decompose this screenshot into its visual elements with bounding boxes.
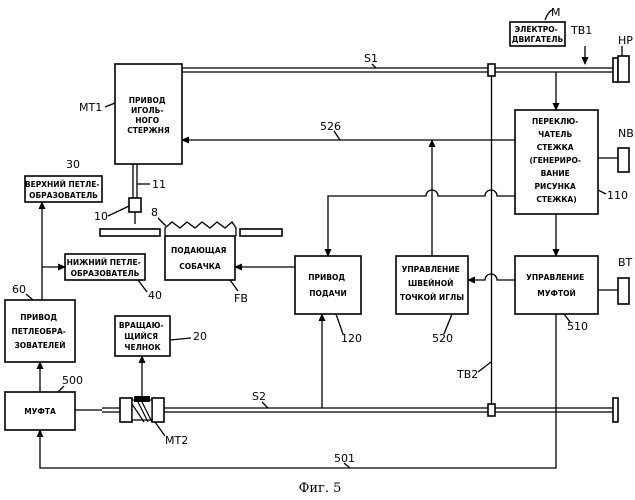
ref-fb: FB	[234, 292, 248, 305]
motor-label: ЭЛЕКТРО- ДВИГАТЕЛЬ	[512, 25, 564, 44]
ref-20: 20	[193, 330, 207, 343]
ref-tb2: TB2	[456, 368, 478, 381]
needle-bar	[129, 164, 141, 224]
feed-dog-block	[165, 236, 235, 280]
feed-drive-block	[295, 256, 361, 314]
ref-510: 510	[567, 320, 588, 333]
ref-10: 10	[94, 210, 108, 223]
bt-sensor	[618, 278, 629, 304]
ref-mt1: MT1	[79, 101, 102, 114]
rotary-hook-label: ВРАЩАЮ- ЩИЙСЯ ЧЕЛНОК	[119, 321, 166, 352]
ref-8: 8	[151, 206, 158, 219]
ref-bt: BT	[618, 256, 633, 269]
upper-shaft-s1	[182, 68, 615, 72]
ref-mt2: MT2	[165, 434, 188, 447]
ref-hp: HP	[618, 34, 633, 47]
ref-s2: S2	[252, 390, 266, 403]
hp-sensor	[618, 56, 629, 82]
ref-30: 30	[66, 158, 80, 171]
lower-shaft-s2	[102, 408, 615, 412]
clutch-control-block	[515, 256, 598, 314]
needle-point-control-label: УПРАВЛЕНИЕ ШВЕЙНОЙ ТОЧКОЙ ИГЛЫ	[400, 265, 464, 302]
ref-11: 11	[152, 178, 166, 191]
nb-sensor	[618, 148, 629, 172]
ref-520: 520	[432, 332, 453, 345]
ref-40: 40	[148, 289, 162, 302]
clutch-label: МУФТА	[24, 407, 56, 416]
gearbox-mt2	[120, 396, 164, 422]
feed-dog-teeth	[165, 222, 236, 236]
figure-caption: Фиг. 5	[299, 481, 342, 496]
lower-shaft-end	[613, 398, 618, 422]
needle-plate	[100, 229, 282, 236]
ref-110: 110	[607, 189, 628, 202]
ref-120: 120	[341, 332, 362, 345]
ref-60: 60	[12, 283, 26, 296]
ref-s1: S1	[364, 52, 378, 65]
ref-nb: NB	[618, 127, 634, 140]
ref-526: 526	[320, 120, 341, 133]
ref-m: M	[551, 6, 561, 19]
ref-500: 500	[62, 374, 83, 387]
ref-tb1: TB1	[570, 24, 592, 37]
